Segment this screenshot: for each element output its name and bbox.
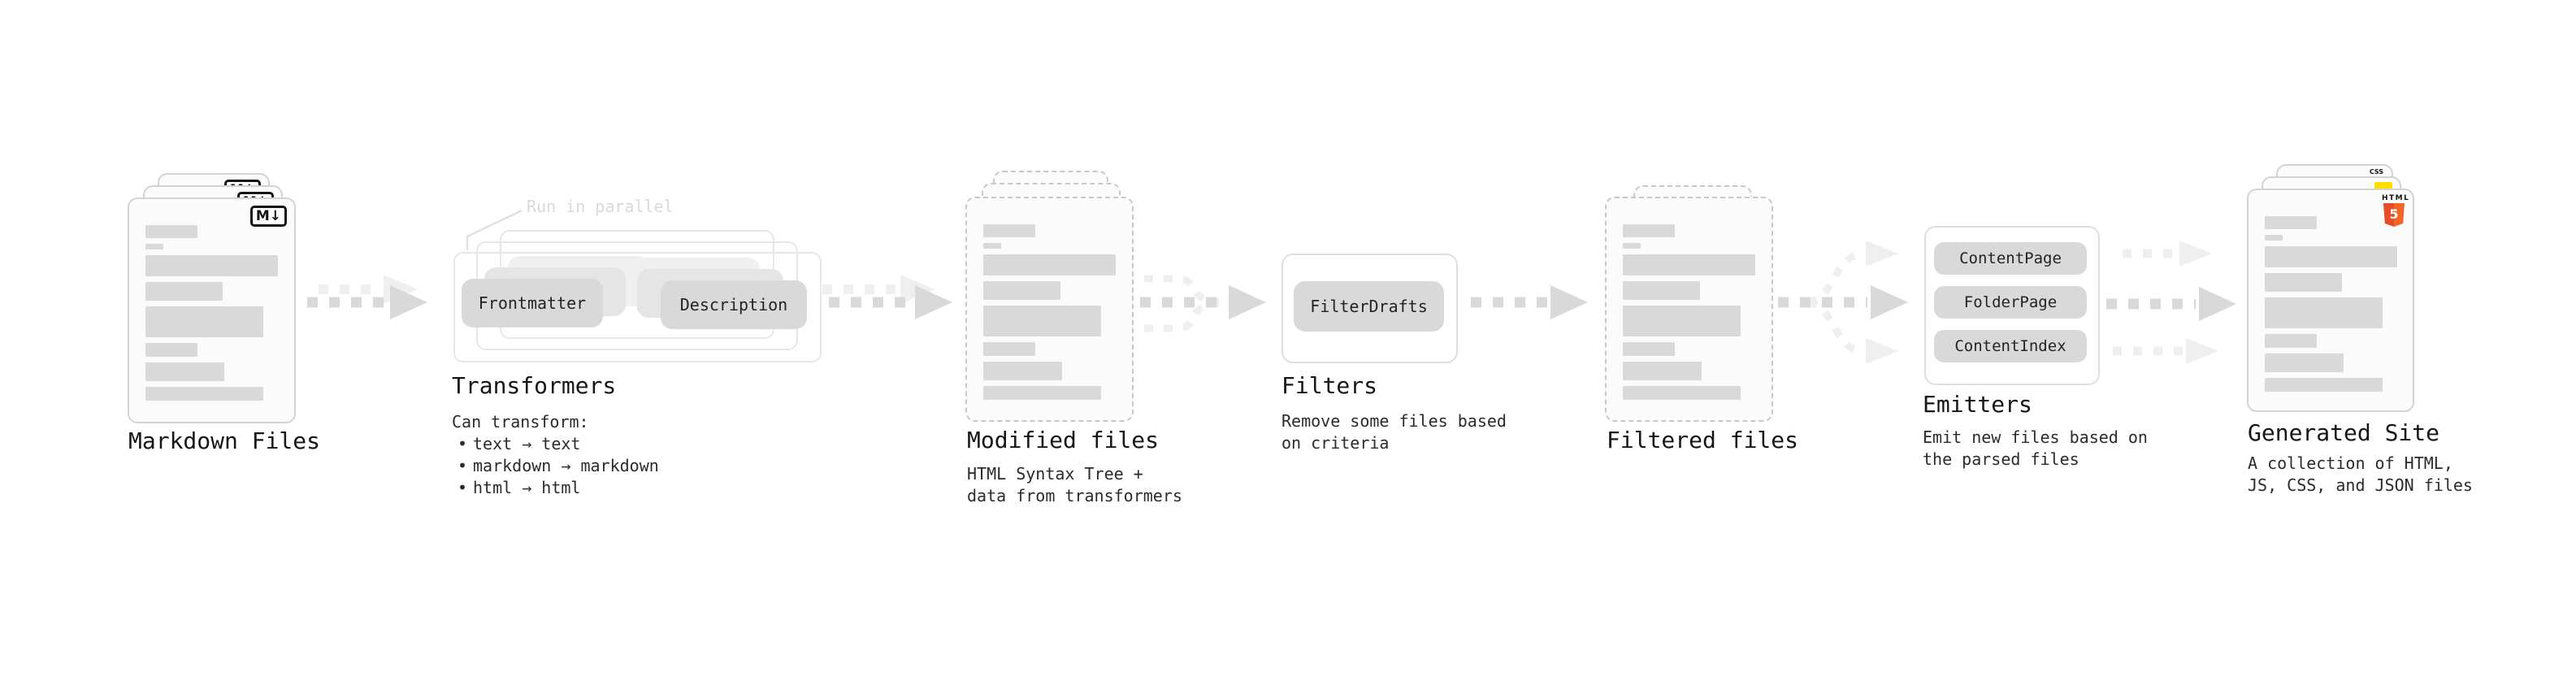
text-line-placeholder (1623, 306, 1741, 336)
bullet-item: • text → text (452, 433, 659, 455)
bullet-item: • markdown → markdown (452, 455, 659, 477)
text-line-placeholder (2265, 216, 2317, 229)
bullet-text: html → html (473, 478, 581, 497)
html5-icon: HTML 5 (2382, 194, 2409, 227)
stage-label-modified-files: Modified files (967, 427, 1160, 453)
text-line-placeholder (145, 343, 197, 357)
arrow-markdown-to-transformers (307, 275, 427, 319)
text-line-placeholder (145, 244, 163, 249)
text-line-placeholder (145, 282, 223, 301)
text-line-placeholder (983, 306, 1101, 336)
text-line-placeholder (1623, 342, 1675, 356)
bullet-dot: • (457, 478, 468, 497)
generated-file-html: HTML 5 (2247, 189, 2414, 412)
stage-label-emitters: Emitters (1923, 391, 2032, 418)
bullet-dot: • (457, 434, 468, 453)
transformer-node-description: Description (661, 280, 807, 329)
text-line-placeholder (145, 362, 224, 381)
text-line-placeholder (983, 386, 1101, 400)
text-line-placeholder (983, 254, 1116, 275)
text-line-placeholder (2265, 273, 2342, 292)
modified-files-description: HTML Syntax Tree +data from transformers (967, 464, 1182, 505)
text-line-placeholder (145, 225, 197, 238)
markdown-icon: M↓ (249, 206, 287, 227)
text-line-placeholder (145, 255, 278, 276)
stage-label-transformers: Transformers (452, 372, 617, 399)
transformers-bullet-list: • text → text • markdown → markdown • ht… (452, 433, 659, 499)
transformer-stack-front (453, 252, 822, 362)
emitter-node-contentindex: ContentIndex (1934, 330, 2087, 362)
text-line-placeholder (2265, 297, 2383, 328)
document-text-placeholder (1623, 224, 1755, 400)
document-text-placeholder (983, 224, 1116, 400)
text-line-placeholder (2265, 235, 2283, 241)
text-line-placeholder (145, 306, 263, 337)
text-line-placeholder (1623, 243, 1641, 249)
text-line-placeholder (1623, 281, 1700, 300)
stage-label-markdown-files: Markdown Files (128, 427, 321, 454)
filter-node-filterdrafts: FilterDrafts (1294, 281, 1444, 332)
stage-label-filters: Filters (1281, 372, 1378, 399)
transformer-node-frontmatter: Frontmatter (462, 279, 603, 327)
text-line-placeholder (2265, 354, 2344, 372)
modified-file-front (965, 197, 1134, 422)
text-line-placeholder (145, 387, 263, 401)
stage-label-filtered-files: Filtered files (1607, 427, 1799, 453)
document-text-placeholder (145, 225, 278, 401)
bullet-item: • html → html (452, 477, 659, 499)
text-line-placeholder (2265, 246, 2397, 267)
text-line-placeholder (1623, 224, 1675, 237)
run-in-parallel-leader-line (466, 209, 523, 250)
text-line-placeholder (983, 281, 1060, 300)
text-line-placeholder (983, 342, 1035, 356)
text-line-placeholder (983, 243, 1001, 249)
text-line-placeholder (983, 224, 1035, 237)
bullet-dot: • (457, 456, 468, 475)
arrow-filtered-to-emitters (1778, 241, 1908, 364)
arrow-modified-to-filters (1140, 275, 1266, 332)
text-line-placeholder (1623, 254, 1755, 275)
emitter-node-folderpage: FolderPage (1934, 286, 2087, 319)
bullet-text: text → text (473, 434, 581, 453)
generated-site-description: A collection of HTML,JS, CSS, and JSON f… (2248, 453, 2473, 495)
text-line-placeholder (2265, 334, 2317, 348)
document-text-placeholder (2265, 216, 2397, 392)
arrow-emitters-to-generated (2106, 241, 2236, 364)
text-line-placeholder (1623, 362, 1702, 380)
text-line-placeholder (983, 362, 1062, 380)
bullet-text: markdown → markdown (473, 456, 659, 475)
emitter-node-contentpage: ContentPage (1934, 242, 2087, 275)
markdown-file-front: M↓ (128, 197, 296, 423)
arrow-filters-to-filtered (1471, 285, 1588, 319)
text-line-placeholder (2265, 378, 2383, 392)
filtered-file-front (1605, 197, 1773, 422)
transformers-description-title: Can transform: (452, 412, 589, 432)
text-line-placeholder (1623, 386, 1741, 400)
stage-label-generated-site: Generated Site (2248, 419, 2440, 446)
arrow-transformers-to-modified (822, 275, 952, 319)
run-in-parallel-note: Run in parallel (527, 197, 674, 216)
